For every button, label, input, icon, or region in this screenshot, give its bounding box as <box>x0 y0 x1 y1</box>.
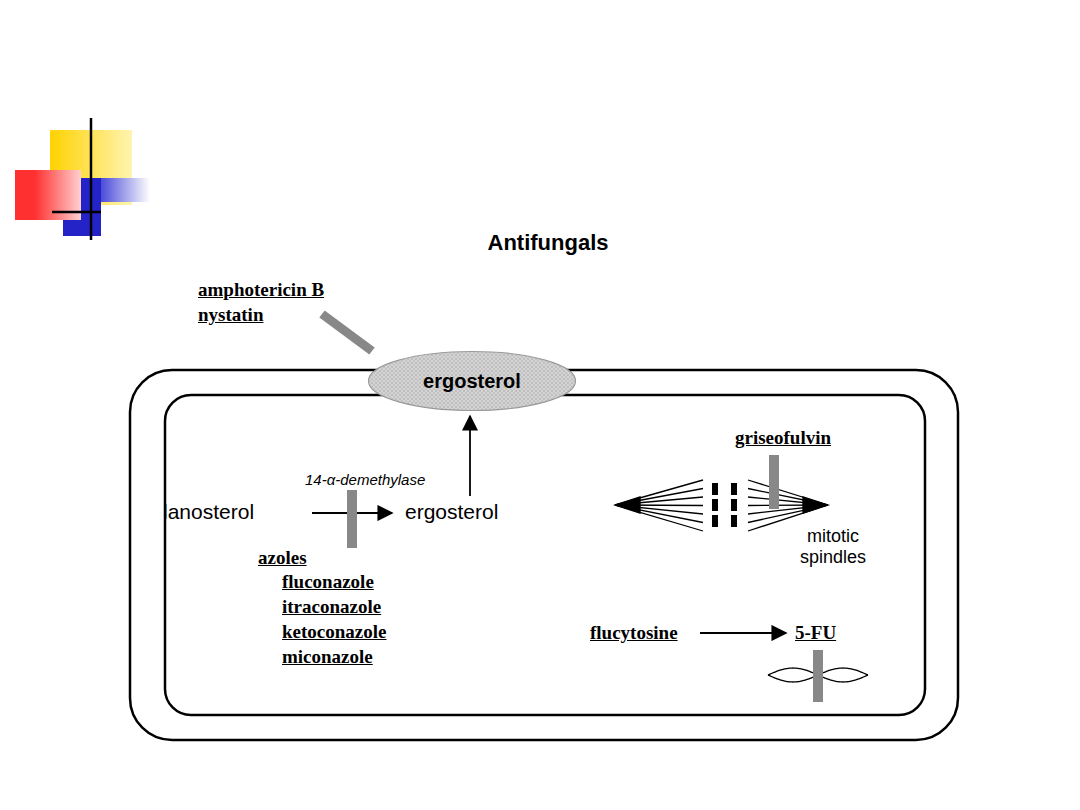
node-label: ergosterol <box>423 370 521 393</box>
inhibition-bar <box>347 490 357 548</box>
drug-name: miconazole <box>282 646 373 668</box>
structure-name: mitotic spindles <box>783 526 883 567</box>
drug-class: azoles <box>258 547 307 569</box>
drug-name: ketoconazole <box>282 621 386 643</box>
drug-name: nystatin <box>198 304 263 326</box>
drug-name: amphotericin B <box>198 279 324 301</box>
drug-name: itraconazole <box>282 596 381 618</box>
mitotic-spindle <box>615 480 828 531</box>
drug-name: griseofulvin <box>735 427 831 449</box>
compound-name: ergosterol <box>405 500 498 524</box>
compound-name: 5-FU <box>795 622 836 644</box>
membrane-ellipse: ergosterol <box>367 350 577 412</box>
cell-wall <box>130 370 958 740</box>
inhibition-bar <box>813 650 823 702</box>
enzyme-name: 14-α-demethylase <box>305 471 425 488</box>
inhibition-bar <box>322 314 372 351</box>
inhibition-bar <box>769 455 779 509</box>
drug-name: flucytosine <box>590 622 678 644</box>
compound-name: lanosterol <box>163 500 254 524</box>
title: Antifungals <box>488 230 609 255</box>
conversion-arrow <box>700 632 786 634</box>
decoration <box>15 118 150 240</box>
transport-arrow <box>469 416 471 496</box>
drug-name: fluconazole <box>282 571 374 593</box>
cell-membrane <box>165 395 925 715</box>
